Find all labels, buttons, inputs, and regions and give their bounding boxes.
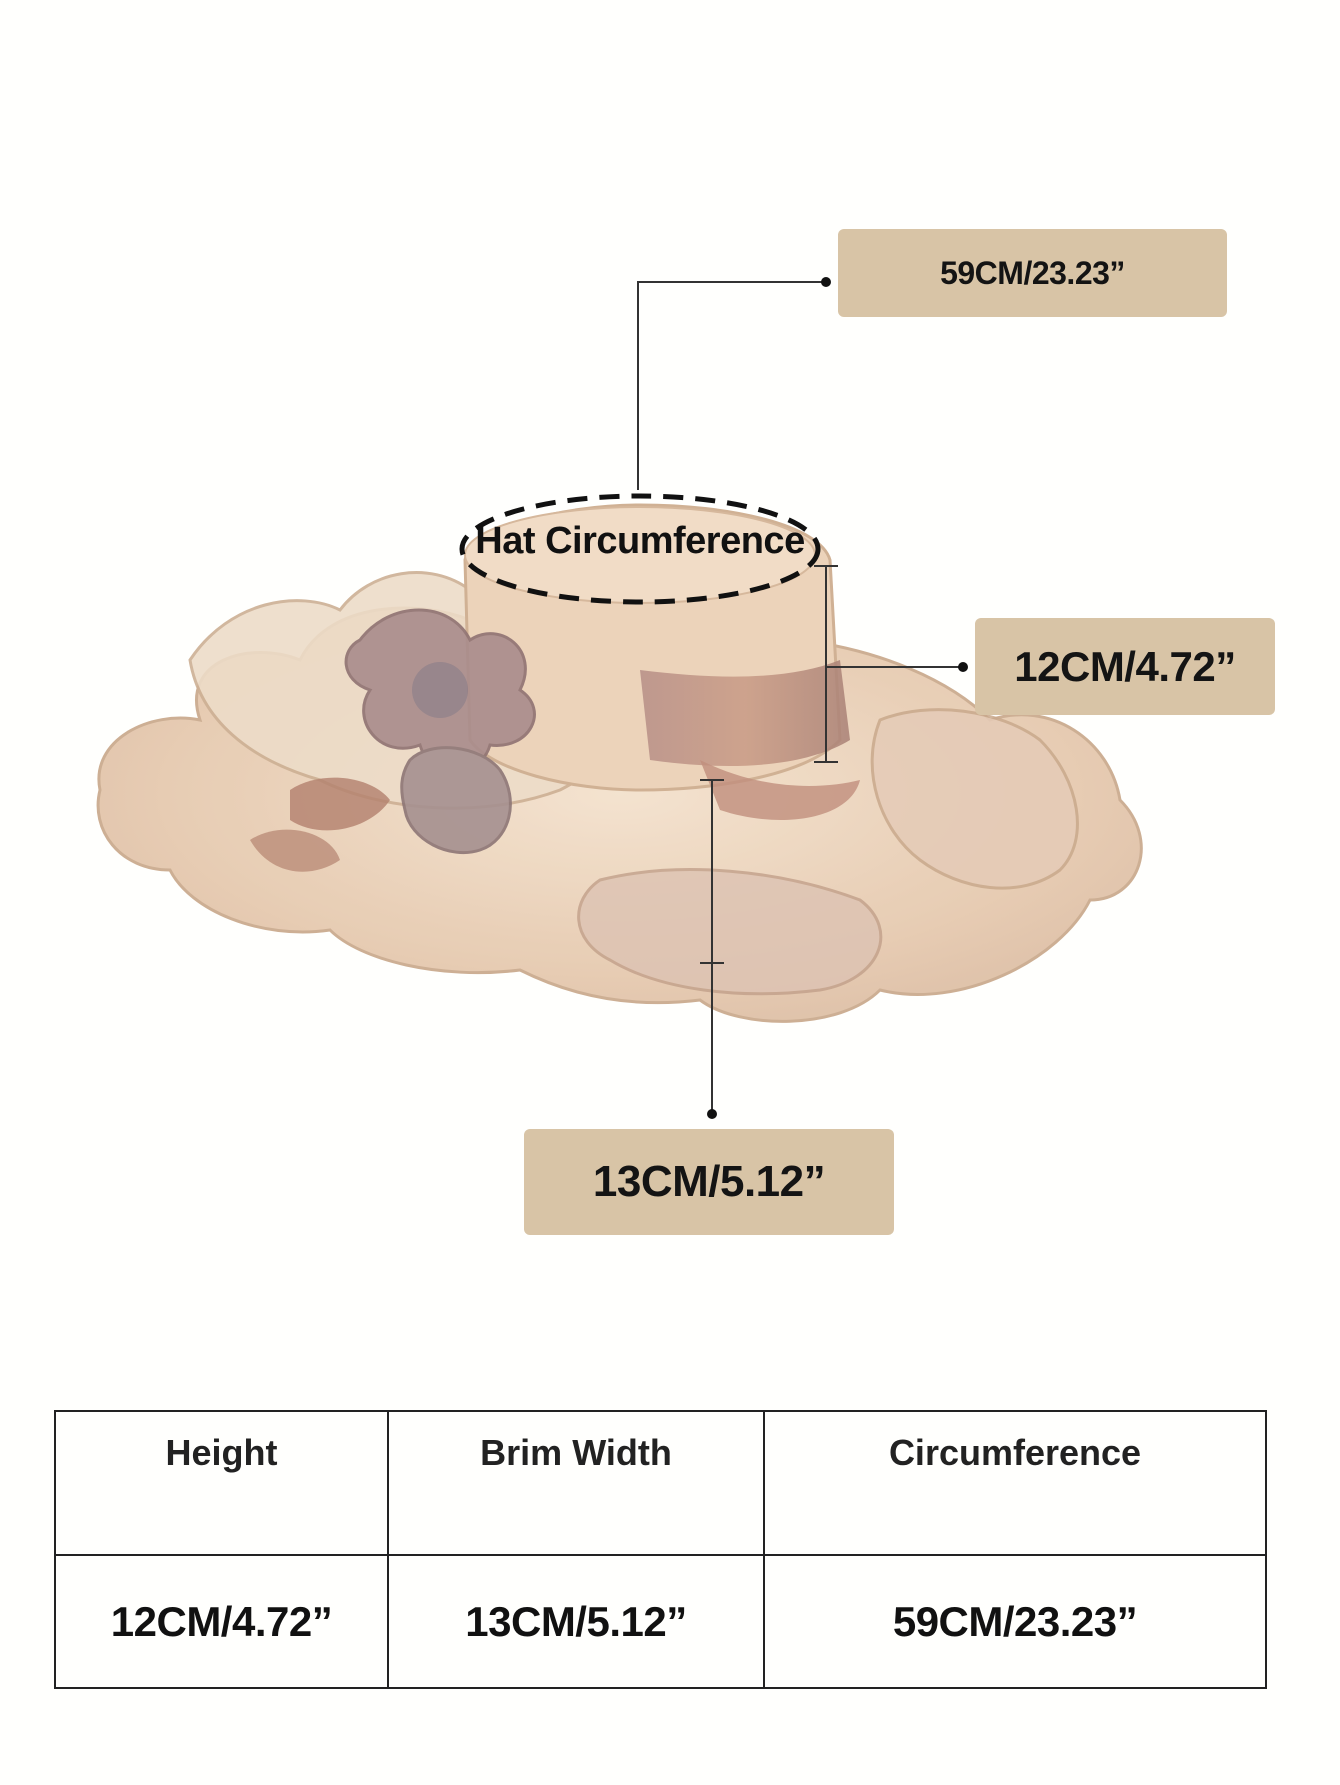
size-table-value-row: 12CM/4.72” 13CM/5.12” 59CM/23.23” xyxy=(54,1554,1267,1689)
height-leader-dot xyxy=(958,662,968,672)
circumference-leader-dot xyxy=(821,277,831,287)
value-circumference: 59CM/23.23” xyxy=(763,1554,1267,1689)
value-brim-width: 13CM/5.12” xyxy=(387,1554,765,1689)
header-height: Height xyxy=(54,1410,389,1556)
header-circumference: Circumference xyxy=(763,1410,1267,1556)
header-brim-width: Brim Width xyxy=(387,1410,765,1556)
hat-ruffle xyxy=(577,868,883,996)
brim-width-value-box: 13CM/5.12” xyxy=(524,1129,894,1235)
hat-ribbon xyxy=(640,660,850,766)
circumference-leader-line xyxy=(637,281,826,490)
brim-leader-dot xyxy=(707,1109,717,1119)
size-table-header-row: Height Brim Width Circumference xyxy=(54,1410,1267,1556)
size-table: Height Brim Width Circumference 12CM/4.7… xyxy=(54,1410,1267,1689)
circumference-value-box: 59CM/23.23” xyxy=(838,229,1227,317)
hat-ribbon-tail xyxy=(700,760,860,820)
hat-ruffle xyxy=(870,708,1079,890)
hat-flower xyxy=(250,608,536,872)
value-height: 12CM/4.72” xyxy=(54,1554,389,1689)
height-value-box: 12CM/4.72” xyxy=(975,618,1275,715)
hat-circumference-label: Hat Circumference xyxy=(475,520,805,562)
circumference-dashed-ellipse xyxy=(459,493,821,605)
